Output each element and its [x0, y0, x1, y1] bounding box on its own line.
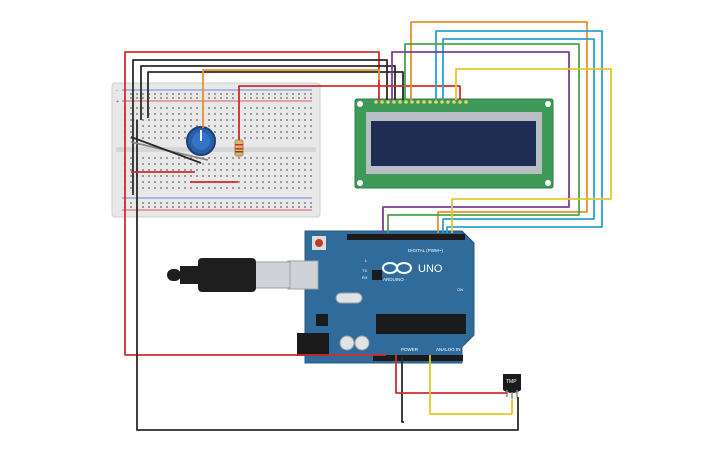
power-analog-header[interactable] [373, 355, 463, 361]
analog-label: ANALOG IN [436, 347, 461, 352]
digital-label: DIGITAL (PWM~) [408, 248, 443, 253]
power-label: POWER [401, 347, 419, 352]
wire-red-sensor[interactable] [395, 355, 507, 394]
wire-black-pot[interactable] [130, 136, 202, 164]
resistor[interactable] [234, 139, 244, 157]
wire-orange-pot[interactable] [202, 69, 380, 128]
power-jack [297, 333, 329, 356]
tx-label: TX [362, 268, 367, 273]
wire-red-power[interactable] [124, 51, 386, 356]
potentiometer[interactable] [186, 126, 216, 156]
wire-black-gnd-1[interactable] [132, 59, 388, 195]
rail-plus-label: + [116, 99, 119, 105]
lcd-mount-hole [545, 101, 551, 107]
digital-header[interactable] [347, 234, 465, 240]
wire-black-gnd-2[interactable] [140, 65, 396, 120]
wire-blue-data-2[interactable] [442, 38, 595, 233]
lcd-mount-hole [357, 101, 363, 107]
board-model-label: UNO [418, 263, 443, 275]
lcd-pin-header[interactable] [374, 100, 468, 104]
maker-label: ARDUINO [383, 277, 404, 282]
arduino-board[interactable]: UNO ARDUINO DIGITAL (PWM~) ANALOG IN POW… [287, 230, 475, 364]
rail-minus-label: - [116, 88, 118, 94]
l-label: L [365, 258, 368, 263]
rx-label: RX [362, 275, 368, 280]
wire-yellow-data[interactable] [451, 68, 612, 233]
lcd-screen [371, 121, 536, 166]
lcd-module[interactable] [354, 98, 554, 189]
lcd-mount-hole [545, 180, 551, 186]
usb-cable [167, 258, 291, 292]
regulator [316, 314, 328, 326]
temperature-sensor[interactable]: TMP [503, 374, 521, 398]
capacitor [354, 335, 370, 351]
crystal [335, 292, 363, 304]
wire-green-data[interactable] [387, 43, 580, 233]
wire-black-main-gnd[interactable] [136, 120, 519, 431]
atmega-chip [376, 314, 466, 334]
usb-port [287, 260, 319, 290]
on-label: ON [457, 287, 463, 292]
capacitor [339, 335, 355, 351]
lcd-mount-hole [357, 180, 363, 186]
wire-yellow-sensor[interactable] [429, 355, 513, 415]
wire-black-arduino-gnd[interactable] [401, 357, 404, 423]
arduino-logo [382, 262, 412, 274]
wire-purple-data[interactable] [382, 51, 570, 233]
usb-chip [372, 270, 382, 280]
wire-red-resistor[interactable] [238, 85, 461, 140]
wire-blue-data-1[interactable] [435, 30, 603, 233]
breadboard[interactable]: - + [111, 82, 321, 218]
sensor-label: TMP [506, 379, 517, 385]
